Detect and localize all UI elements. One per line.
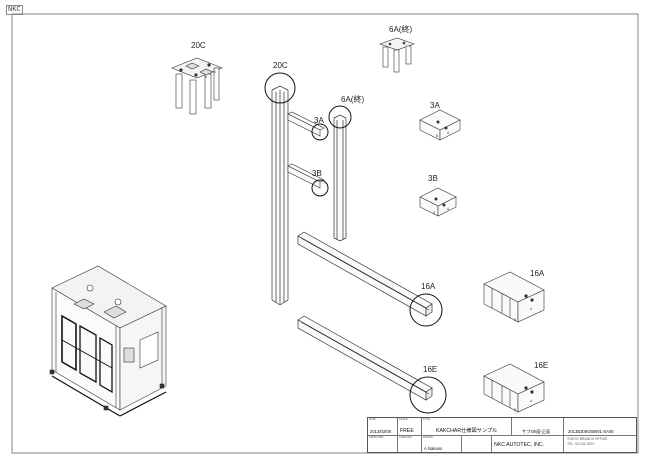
tb-company-addr: TOKYO BRANCH OFFICE: [567, 437, 608, 441]
callout-circle-3b: [311, 179, 329, 197]
tb-scale-caption: SCALE: [399, 418, 408, 421]
tb-date-cell: DATE 2013/03/08: [368, 418, 398, 436]
tb-drawn-caption: DRAWN: [423, 436, 433, 439]
callout-circle-20c: [264, 72, 296, 104]
tb-date-caption: DATE: [369, 418, 376, 421]
tb-company-cell: NKC AUTOTEC, INC.: [492, 436, 564, 452]
svg-text:A: A: [447, 131, 450, 135]
svg-text:A: A: [447, 207, 450, 211]
label-detail-3b: 3B: [428, 174, 438, 183]
corner-detail-20c: A B C: [171, 57, 223, 115]
svg-text:C: C: [214, 70, 217, 74]
tb-subtitle-cell: サブ4th図-正面: [512, 418, 564, 436]
joint-detail-3b: A B: [419, 187, 457, 217]
drawing-border: [11, 13, 639, 454]
sheet-stamp: NKC: [6, 5, 23, 15]
label-frame-6a: 6A(終): [341, 95, 365, 104]
horizontal-beam-3b: [287, 163, 325, 189]
end-detail-6a: [379, 37, 415, 73]
svg-text:B: B: [205, 75, 207, 79]
tb-blank-cell: [462, 436, 492, 452]
svg-text:A: A: [530, 307, 533, 311]
vertical-post-6a: [333, 114, 347, 242]
label-beam-16e: 16E: [423, 365, 438, 374]
callout-circle-3a: [311, 123, 329, 141]
joint-detail-3a: A B: [419, 109, 461, 141]
label-frame-20c: 20C: [273, 61, 288, 70]
svg-text:B: B: [433, 211, 435, 215]
tb-contact-cell: TOKYO BRANCH OFFICE TEL. 03-442-3570: [564, 436, 636, 452]
label-top-6a: 6A(終): [389, 25, 413, 34]
svg-text:B: B: [514, 408, 516, 412]
tb-date-value: 2013/03/08: [370, 429, 391, 434]
tb-company-tel: TEL. 03-442-3570: [567, 442, 595, 446]
callout-circle-6a: [328, 105, 352, 129]
label-detail-16a: 16A: [530, 269, 545, 278]
tb-drawn-cell: DRAWN A.Nakano: [422, 436, 462, 452]
tb-scale-cell: SCALE FREE: [398, 418, 422, 436]
label-detail-3a: 3A: [430, 101, 440, 110]
tb-title-cell: TITLE KAKCHAR仕様図サンプル: [422, 418, 512, 436]
label-frame-3a: 3A: [314, 116, 324, 125]
tb-scale-value: FREE: [400, 428, 414, 434]
tb-subtitle-value: サブ4th図-正面: [522, 429, 551, 434]
horizontal-beam-16e: [297, 315, 433, 401]
vertical-post-20c: [271, 85, 289, 306]
svg-text:A: A: [179, 69, 181, 73]
tb-drawn-value: A.Nakano: [424, 446, 443, 451]
tb-approved-cell: APPROVED: [368, 436, 398, 452]
svg-text:B: B: [514, 318, 516, 322]
title-block: DATE 2013/03/08 SCALE FREE TITLE KAKCHAR…: [367, 417, 637, 453]
callout-circle-16a: [409, 293, 443, 327]
tb-approved-caption: APPROVED: [369, 436, 384, 439]
label-detail-16e: 16E: [534, 361, 549, 370]
horizontal-beam-16a: [297, 231, 433, 317]
joint-detail-16a: A B: [483, 271, 545, 323]
tb-drawno-value: 2013B306G58001-SA05: [568, 429, 614, 434]
svg-text:B: B: [436, 134, 438, 138]
label-top-20c: 20C: [191, 41, 206, 50]
callout-circle-16e: [409, 376, 447, 414]
svg-text:A: A: [530, 399, 533, 403]
label-frame-3b: 3B: [312, 169, 322, 178]
tb-title-caption: TITLE: [423, 418, 431, 421]
tb-company-value: NKC AUTOTEC, INC.: [494, 442, 545, 448]
enclosure-isometric: [49, 265, 167, 417]
tb-title-value: KAKCHAR仕様図サンプル: [436, 428, 498, 434]
tb-checked-caption: CHECKED: [399, 436, 412, 439]
label-beam-16a: 16A: [421, 282, 436, 291]
tb-checked-cell: CHECKED: [398, 436, 422, 452]
tb-drawno-cell: 2013B306G58001-SA05: [564, 418, 636, 436]
joint-detail-16e: A B: [483, 363, 545, 413]
